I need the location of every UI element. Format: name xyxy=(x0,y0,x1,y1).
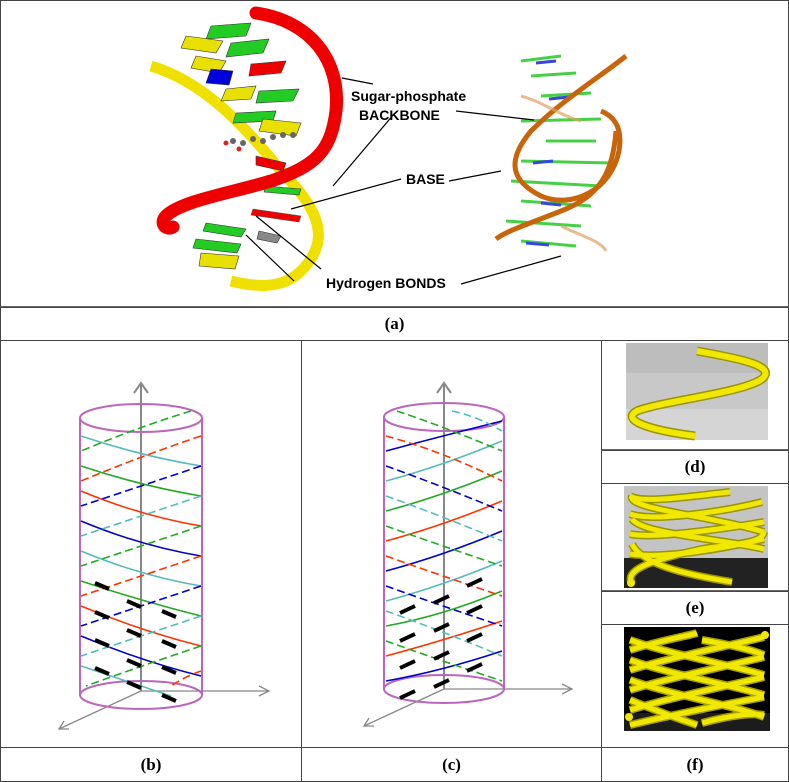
dna-structure-illustration xyxy=(149,6,628,291)
arrows-up-right xyxy=(399,577,483,700)
label-base: BASE xyxy=(406,171,445,187)
caption-d: (d) xyxy=(601,450,789,484)
panel-e-image xyxy=(601,483,789,592)
caption-a: (a) xyxy=(0,307,789,341)
caption-c: (c) xyxy=(301,747,602,782)
caption-b: (b) xyxy=(0,747,302,782)
panel-d-image xyxy=(601,340,789,451)
right-handed-helix-diagram xyxy=(362,381,574,727)
left-handed-helix-diagram xyxy=(57,381,271,730)
panel-a-image: Sugar-phosphate BACKBONE BASE Hydrogen B… xyxy=(0,0,789,308)
panel-f-image xyxy=(601,624,789,748)
arrows-up-left xyxy=(94,581,177,703)
ribbon-model xyxy=(494,54,628,252)
caption-f: (f) xyxy=(601,747,789,782)
base-pairs xyxy=(180,22,302,270)
panel-b-image xyxy=(0,340,302,748)
caption-e: (e) xyxy=(601,591,789,625)
multi-strand-helix-render xyxy=(624,486,768,588)
label-backbone: BACKBONE xyxy=(359,107,440,123)
panel-c-image xyxy=(301,340,602,748)
label-sugar-phosphate: Sugar-phosphate xyxy=(351,88,467,104)
single-helix-render xyxy=(626,343,770,441)
label-hydrogen-bonds: Hydrogen BONDS xyxy=(326,275,446,291)
dense-helix-render xyxy=(624,627,770,731)
